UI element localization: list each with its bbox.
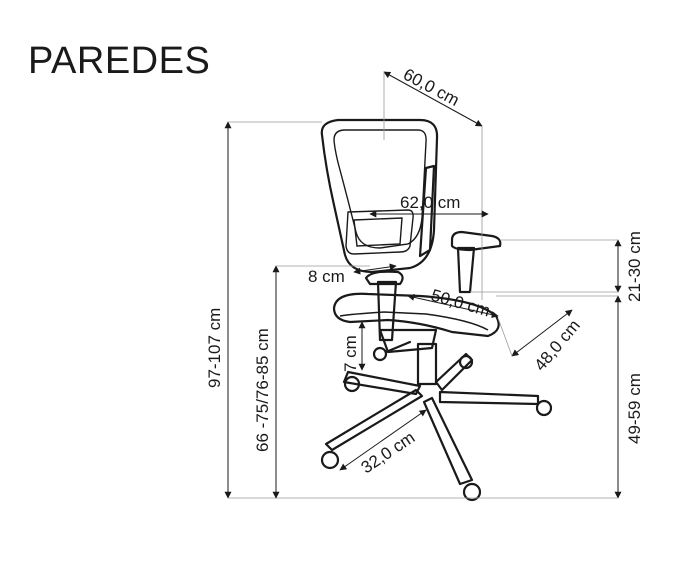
caster-1	[343, 375, 361, 393]
label-armrest-width: 62,0 cm	[400, 193, 460, 212]
dim-line-depth-top	[383, 71, 483, 127]
caster-5	[320, 450, 340, 470]
dimension-lines	[224, 71, 622, 499]
label-seat-depth: 48,0 cm	[531, 316, 584, 375]
gas-lift-lever	[384, 340, 412, 354]
label-total-height: 97-107 cm	[205, 308, 224, 388]
tilt-knob	[372, 346, 388, 362]
backrest-strut	[418, 164, 436, 258]
caster-4	[462, 482, 482, 502]
dim-line-seat-width	[407, 293, 499, 319]
product-title: PAREDES	[28, 40, 211, 82]
label-base-radius: 32,0 cm	[358, 428, 419, 478]
caster-2	[458, 354, 474, 370]
label-armrest-height: 21-30 cm	[625, 231, 644, 302]
dim-line-base-radius	[339, 409, 427, 471]
label-depth-top: 60,0 cm	[400, 65, 462, 110]
seat-mechanism	[378, 328, 438, 354]
armrest-post	[456, 246, 476, 294]
gas-cylinder	[416, 342, 438, 386]
label-seat-height-range: 66 -75/76-85 cm	[253, 328, 272, 452]
dim-line-arm-thickness	[353, 263, 397, 275]
label-arm-thickness: 8 cm	[308, 267, 345, 286]
caster-3	[535, 399, 553, 417]
dim-line-seat-depth	[511, 309, 573, 357]
base-leg-right	[438, 390, 540, 406]
label-seat-floor-height: 49-59 cm	[625, 373, 644, 444]
base-leg-back	[434, 352, 474, 392]
base-leg-front	[422, 396, 474, 486]
chair-illustration	[320, 118, 553, 502]
armrest-left	[376, 280, 398, 342]
label-seat-thickness: 7 cm	[341, 335, 360, 372]
dimension-labels: 60,0 cm 97-107 cm 66 -75/76-85 cm 62,0 c…	[205, 65, 644, 478]
seat-cushion	[332, 292, 500, 338]
backrest-mesh	[333, 129, 427, 249]
lumbar-support-inner	[353, 217, 403, 247]
